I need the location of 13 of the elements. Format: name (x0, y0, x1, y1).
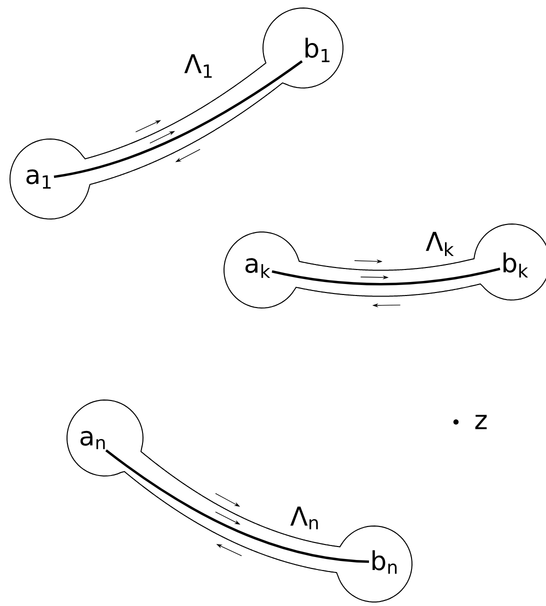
point-label: b$_{n}$ (372, 550, 397, 574)
arc-label: Λ$_{n}$ (290, 506, 318, 530)
point-label: z (475, 414, 487, 430)
point-label: a$_{n}$ (80, 430, 105, 450)
point-label: b$_{1}$ (306, 38, 330, 62)
point-label: b$_{k}$ (504, 252, 528, 278)
arc (272, 268, 500, 286)
point-label: a$_{1}$ (26, 169, 51, 189)
arc-label: Λ$_{1}$ (184, 54, 212, 78)
point-label: a$_{k}$ (246, 258, 270, 278)
arc-label: Λ$_{k}$ (426, 232, 454, 256)
arc (54, 60, 303, 178)
arc (105, 449, 370, 563)
